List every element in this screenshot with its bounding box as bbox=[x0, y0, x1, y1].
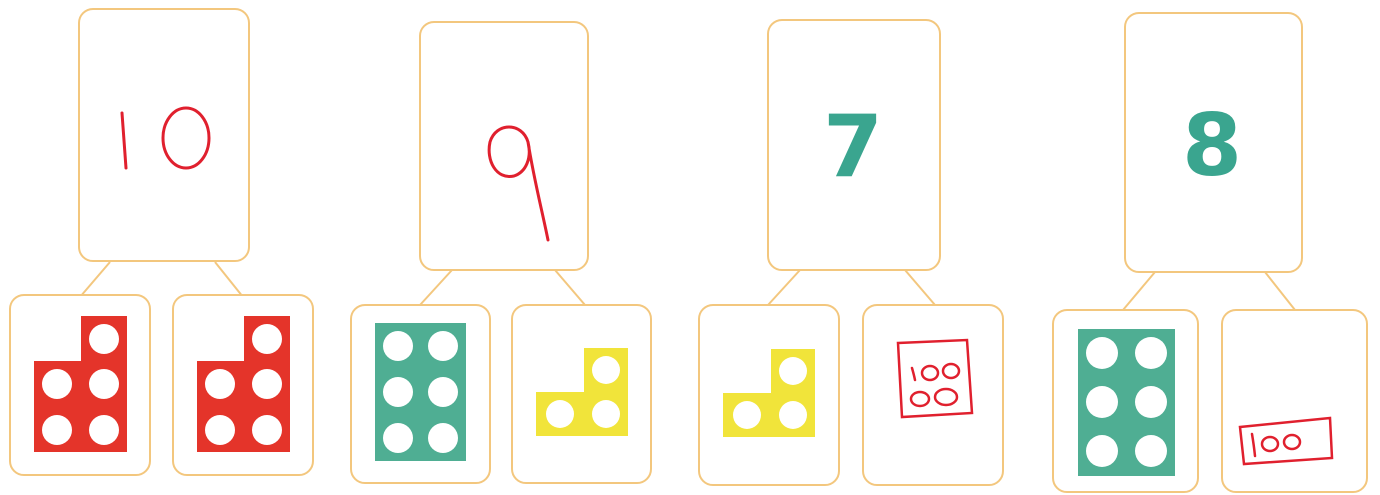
bond-1-left-connector bbox=[80, 262, 110, 297]
bond-1-right-connector bbox=[215, 262, 243, 297]
bond-2: 9 bbox=[351, 22, 651, 483]
bond-2-whole-box[interactable] bbox=[420, 22, 588, 270]
bond-4: 8 bbox=[1053, 13, 1367, 492]
bond-4-right-connector bbox=[1265, 272, 1295, 310]
bond-3-part-right-box[interactable] bbox=[863, 305, 1003, 485]
bond-1: 10 bbox=[10, 9, 313, 475]
bond-2-part-left-numicon-6-teal bbox=[375, 323, 466, 461]
bond-3-left-connector bbox=[768, 270, 800, 305]
bond-3-right-connector bbox=[905, 270, 935, 305]
bond-3-whole-value: 7 bbox=[823, 97, 883, 197]
bond-2-right-connector bbox=[555, 270, 585, 305]
bond-4-part-left-numicon-6-teal bbox=[1078, 329, 1175, 476]
bond-2-left-connector bbox=[420, 270, 452, 305]
bond-3: 7 bbox=[699, 20, 1003, 485]
bond-4-left-connector bbox=[1123, 272, 1155, 310]
bond-4-whole-value: 8 bbox=[1182, 96, 1242, 196]
